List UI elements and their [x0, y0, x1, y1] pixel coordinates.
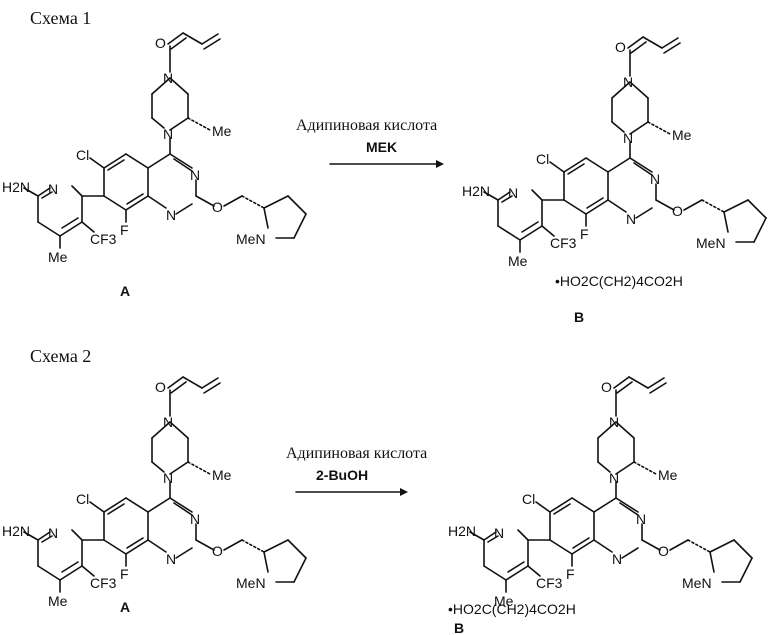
- atom-label: H2N: [2, 523, 30, 539]
- atom-label: N: [48, 525, 58, 541]
- reagent-label: Адипиновая кислота: [286, 445, 427, 462]
- atom-label: N: [609, 470, 619, 486]
- atom-label: O: [212, 543, 223, 559]
- solvent-label: MEK: [366, 139, 397, 155]
- atom-label: N: [163, 70, 173, 86]
- atom-label: O: [212, 199, 223, 215]
- atom-label: N: [650, 171, 660, 187]
- atom-label: F: [120, 566, 129, 582]
- salt-formula: •HO2C(CH2)4CO2H: [555, 273, 683, 289]
- atom-label: N: [494, 525, 504, 541]
- atom-label: CF3: [536, 575, 563, 591]
- atom-label: O: [601, 379, 612, 395]
- atom-label: N: [612, 551, 622, 567]
- atom-label: O: [155, 35, 166, 51]
- scheme-2: Схема 2 N N O Me N N O MeN Cl F CF3 Me N…: [2, 346, 752, 635]
- atom-label: H2N: [462, 183, 490, 199]
- scheme-title: Схема 1: [30, 8, 91, 28]
- atom-label: N: [48, 181, 58, 197]
- atom-label: N: [636, 511, 646, 527]
- product-structure: N N O Me N N O MeN Cl F CF3 Me N H2N: [448, 377, 752, 609]
- reagent-label: Адипиновая кислота: [296, 117, 437, 134]
- atom-label: Me: [212, 123, 232, 139]
- atom-label: N: [508, 185, 518, 201]
- atom-label: Me: [672, 127, 692, 143]
- atom-label: MeN: [696, 235, 726, 251]
- atom-label: CF3: [90, 575, 117, 591]
- atom-label: Me: [48, 593, 68, 609]
- atom-label: N: [163, 470, 173, 486]
- atom-label: F: [566, 566, 575, 582]
- atom-label: N: [163, 126, 173, 142]
- atom-label: MeN: [236, 231, 266, 247]
- atom-label: O: [672, 203, 683, 219]
- atom-label: F: [120, 222, 129, 238]
- scheme-title: Схема 2: [30, 346, 91, 366]
- atom-label: Cl: [76, 491, 89, 507]
- atom-label: Me: [48, 249, 68, 265]
- product-structure: N N O Me N N O MeN Cl F CF3 Me N H2N: [462, 37, 766, 269]
- atom-label: Me: [508, 253, 528, 269]
- atom-label: Cl: [522, 491, 535, 507]
- atom-label: Me: [212, 467, 232, 483]
- atom-label: N: [166, 551, 176, 567]
- atom-label: O: [658, 543, 669, 559]
- atom-label: MeN: [236, 575, 266, 591]
- atom-label: Me: [658, 467, 678, 483]
- atom-label: N: [190, 511, 200, 527]
- atom-label: N: [190, 167, 200, 183]
- atom-label: MeN: [682, 575, 712, 591]
- atom-label: CF3: [550, 235, 577, 251]
- atom-label: O: [615, 39, 626, 55]
- atom-label: H2N: [2, 179, 30, 195]
- atom-label: Cl: [536, 151, 549, 167]
- reaction-arrow: [330, 160, 444, 168]
- atom-label: N: [623, 130, 633, 146]
- product-label: B: [574, 309, 584, 325]
- reactant-structure: N N O Me N N O MeN Cl F CF3 Me N H2N: [2, 33, 306, 265]
- atom-label: N: [163, 414, 173, 430]
- atom-label: N: [609, 414, 619, 430]
- atom-label: Cl: [76, 147, 89, 163]
- atom-label: H2N: [448, 523, 476, 539]
- atom-label: CF3: [90, 231, 117, 247]
- solvent-label: 2-BuOH: [316, 467, 368, 483]
- reactant-structure: N N O Me N N O MeN Cl F CF3 Me N H2N: [2, 377, 306, 609]
- atom-label: N: [623, 74, 633, 90]
- scheme-1: Схема 1 N N O Me N N O MeN Cl F CF3 Me N…: [2, 8, 766, 325]
- reactant-label: A: [120, 599, 130, 615]
- reaction-arrow: [296, 488, 408, 496]
- atom-label: N: [626, 211, 636, 227]
- reactant-label: A: [120, 283, 130, 299]
- atom-label: N: [166, 207, 176, 223]
- atom-label: O: [155, 379, 166, 395]
- atom-label: F: [580, 226, 589, 242]
- product-label: B: [454, 620, 464, 635]
- salt-formula: •HO2C(CH2)4CO2H: [448, 601, 576, 617]
